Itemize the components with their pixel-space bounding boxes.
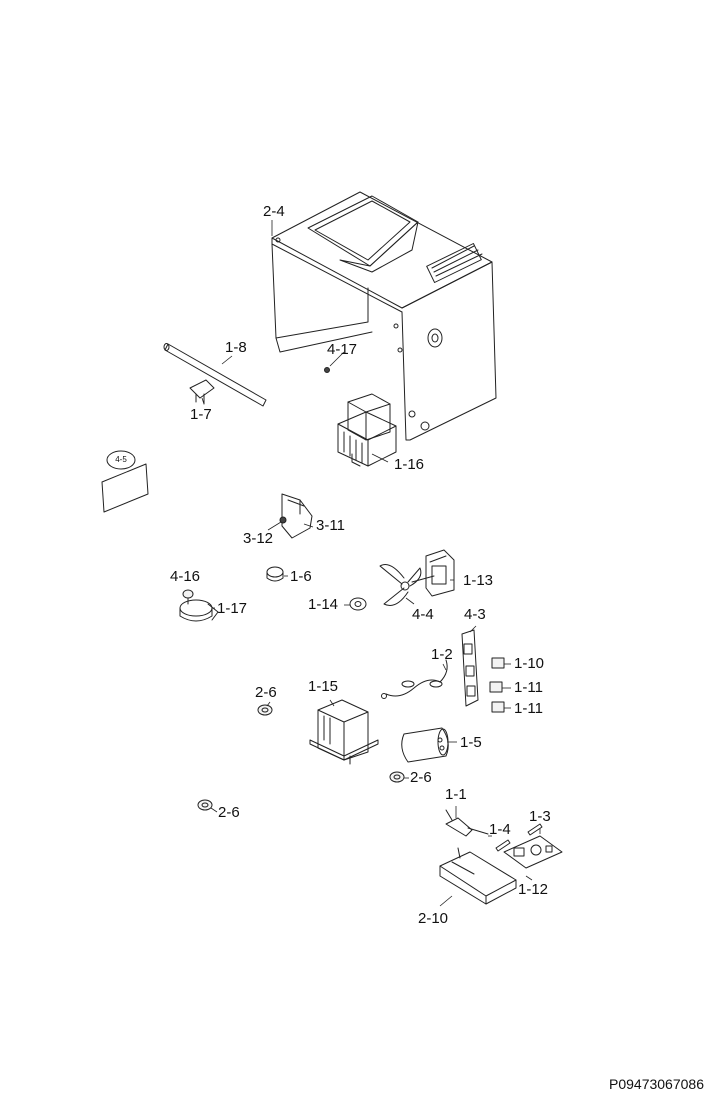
callout-4-3: 4-3 xyxy=(464,606,486,623)
callout-4-17: 4-17 xyxy=(327,341,358,358)
callout-2-6-c: 2-6 xyxy=(218,804,240,821)
part-3-11-bracket xyxy=(279,493,313,539)
part-1-12-pcb xyxy=(503,835,563,869)
part-2-6-foot-c xyxy=(197,799,213,811)
part-1-6-thermostat xyxy=(266,566,284,582)
part-1-17-motor xyxy=(179,599,219,622)
callout-1-14: 1-14 xyxy=(308,596,339,613)
part-4-4-fan xyxy=(379,564,422,606)
callout-2-6-a: 2-6 xyxy=(255,684,277,701)
part-1-16-magnetron xyxy=(337,393,397,467)
callout-4-16: 4-16 xyxy=(170,568,201,585)
callout-1-2: 1-2 xyxy=(431,646,453,663)
callout-1-15: 1-15 xyxy=(308,678,339,695)
leader-lines xyxy=(201,220,541,907)
part-2-4-cabinet xyxy=(271,191,497,441)
callout-1-16: 1-16 xyxy=(394,456,425,473)
callout-1-10: 1-10 xyxy=(514,655,545,672)
part-4-16-screw xyxy=(182,589,194,605)
part-1-11-switch-lower xyxy=(491,701,505,713)
callout-1-1: 1-1 xyxy=(445,786,467,803)
part-1-8-rod xyxy=(163,343,267,407)
part-4-17-screw xyxy=(324,367,330,373)
callout-2-10: 2-10 xyxy=(418,910,449,927)
callout-4-4: 4-4 xyxy=(412,606,434,623)
part-1-4-fuse xyxy=(495,839,511,852)
callout-1-11-lower: 1-11 xyxy=(514,700,543,717)
part-4-5-plate xyxy=(101,450,149,513)
callout-2-4: 2-4 xyxy=(263,203,285,220)
part-1-3-fuse xyxy=(527,823,543,836)
callout-1-7: 1-7 xyxy=(190,406,212,423)
part-2-10-tray xyxy=(439,847,517,905)
callout-3-11: 3-11 xyxy=(316,517,345,534)
part-4-3-latch-bracket xyxy=(461,629,479,707)
callout-1-3: 1-3 xyxy=(529,808,551,825)
callout-1-4: 1-4 xyxy=(489,821,511,838)
part-1-7-bracket xyxy=(189,379,215,405)
document-number: P09473067086 xyxy=(609,1076,704,1092)
callout-1-6: 1-6 xyxy=(290,568,312,585)
callout-1-13: 1-13 xyxy=(463,572,494,589)
part-2-6-foot-b xyxy=(389,771,405,783)
part-1-14-fuse-holder xyxy=(349,597,367,611)
callout-1-12: 1-12 xyxy=(518,881,549,898)
part-2-6-foot-a xyxy=(257,704,273,716)
callout-3-12: 3-12 xyxy=(243,530,274,547)
callout-1-5: 1-5 xyxy=(460,734,482,751)
callout-1-17: 1-17 xyxy=(217,600,248,617)
callout-1-8: 1-8 xyxy=(225,339,247,356)
callout-4-5: 4-5 xyxy=(115,455,127,464)
part-1-15-transformer xyxy=(309,699,379,765)
part-1-5-capacitor xyxy=(401,727,449,763)
part-1-1-fuse xyxy=(445,809,489,837)
part-1-11-switch-upper xyxy=(489,681,503,693)
part-1-2-harness xyxy=(381,659,448,699)
callout-1-11-upper: 1-11 xyxy=(514,679,543,696)
part-1-10-switch xyxy=(491,657,505,669)
part-1-13-fan-motor xyxy=(411,549,455,597)
callout-2-6-b: 2-6 xyxy=(410,769,432,786)
